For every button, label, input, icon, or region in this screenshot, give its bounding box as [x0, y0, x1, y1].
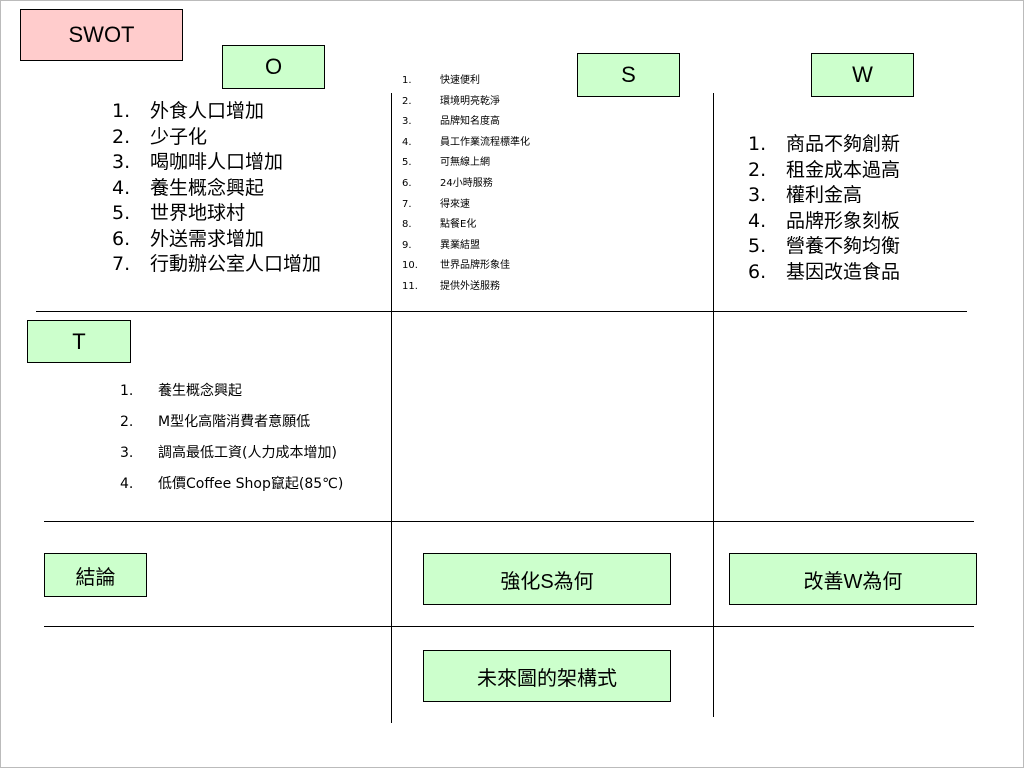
- weaknesses-list: 1.商品不夠創新 2.租金成本過高 3.權利金高 4.品牌形象刻板 5.營養不夠…: [748, 132, 900, 285]
- list-item: 2.環境明亮乾淨: [402, 95, 500, 107]
- list-item: 1.商品不夠創新: [748, 133, 901, 155]
- list-item: 5.可無線上網: [402, 157, 490, 169]
- strengths-list: 1.快速便利 2.環境明亮乾淨 3.品牌知名度高 4.員工作業流程標準化 5.可…: [402, 71, 530, 298]
- threats-list: 1.養生概念興起 2.M型化高階消費者意願低 3.調高最低工資(人力成本增加) …: [120, 376, 343, 500]
- list-item: 2.租金成本過高: [748, 158, 901, 181]
- list-item: 3.調高最低工資(人力成本增加): [120, 445, 337, 461]
- list-item: 10.世界品牌形象佳: [402, 260, 510, 272]
- weaknesses-label-box: W: [811, 53, 914, 97]
- list-item: 1.養生概念興起: [120, 383, 242, 399]
- list-item: 6.外送需求增加: [112, 227, 265, 250]
- list-item: 2.M型化高階消費者意願低: [120, 414, 311, 430]
- divider-vertical-left: [391, 93, 392, 723]
- list-item: 6.基因改造食品: [748, 260, 901, 283]
- list-item: 6.24小時服務: [402, 177, 493, 189]
- opportunities-list: 1.外食人口增加 2.少子化 3.喝咖啡人口增加 4.養生概念興起 5.世界地球…: [112, 99, 321, 278]
- list-item: 9.異業結盟: [402, 239, 480, 251]
- list-item: 3.品牌知名度高: [402, 116, 500, 128]
- list-item: 7.行動辦公室人口增加: [112, 253, 322, 275]
- list-item: 4.低價Coffee Shop竄起(85℃): [120, 476, 344, 492]
- future-structure-box: 未來圖的架構式: [423, 650, 671, 702]
- list-item: 3.權利金高: [748, 184, 863, 206]
- list-item: 8.點餐E化: [402, 219, 477, 231]
- list-item: 5.營養不夠均衡: [748, 235, 901, 257]
- divider-vertical-right: [713, 93, 714, 717]
- list-item: 11.提供外送服務: [402, 280, 500, 292]
- list-item: 5.世界地球村: [112, 202, 246, 224]
- conclusion-box: 結論: [44, 553, 147, 597]
- strengthen-s-box: 強化S為何: [423, 553, 671, 605]
- list-item: 4.品牌形象刻板: [748, 209, 901, 232]
- divider-horizontal-bottom: [44, 626, 974, 627]
- list-item: 3.喝咖啡人口增加: [112, 151, 284, 173]
- threats-label-box: T: [27, 320, 131, 363]
- list-item: 1.快速便利: [402, 75, 480, 86]
- list-item: 7.得來速: [402, 198, 470, 210]
- list-item: 4.養生概念興起: [112, 176, 265, 199]
- list-item: 2.少子化: [112, 125, 208, 148]
- opportunities-label-box: O: [222, 45, 325, 89]
- improve-w-box: 改善W為何: [729, 553, 977, 605]
- list-item: 1.外食人口增加: [112, 100, 265, 122]
- strengths-label-box: S: [577, 53, 680, 97]
- list-item: 4.員工作業流程標準化: [402, 136, 530, 148]
- divider-horizontal-top: [36, 311, 967, 312]
- swot-title-box: SWOT: [20, 9, 183, 61]
- divider-horizontal-middle: [44, 521, 974, 522]
